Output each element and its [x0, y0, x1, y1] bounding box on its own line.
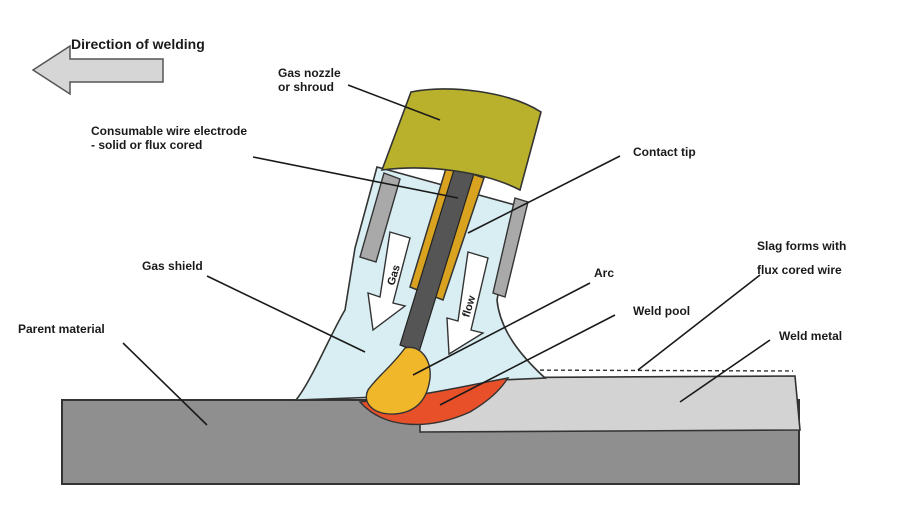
label-wire-electrode-2: - solid or flux cored — [91, 138, 202, 152]
label-slag-1: Slag forms with — [757, 239, 846, 253]
leader-parent-material — [122, 342, 208, 426]
label-contact-tip: Contact tip — [633, 145, 696, 159]
leader-arc — [412, 282, 591, 376]
label-gas-nozzle-2: or shroud — [278, 80, 334, 94]
leader-weld-pool — [439, 314, 616, 406]
nozzle-wall-right — [492, 197, 529, 298]
label-weld-metal: Weld metal — [779, 329, 842, 343]
gas-flow-arrow-left — [367, 231, 411, 332]
weld-pool — [365, 346, 431, 415]
direction-label: Direction of welding — [71, 36, 205, 52]
label-gas-shield: Gas shield — [142, 259, 203, 273]
leader-weld-metal — [679, 339, 771, 403]
leader-gas-nozzle — [347, 84, 441, 121]
nozzle-wall-left — [359, 172, 401, 263]
label-slag-2: flux cored wire — [757, 263, 842, 277]
label-wire-electrode-1: Consumable wire electrode — [91, 124, 247, 138]
gas-nozzle — [380, 88, 542, 192]
leader-contact-tip — [467, 155, 621, 234]
label-arc: Arc — [594, 266, 614, 280]
direction-arrow — [31, 44, 164, 96]
leader-wire-electrode — [252, 156, 459, 199]
slag-line — [504, 369, 794, 372]
leader-slag — [637, 274, 761, 371]
label-gas-nozzle-1: Gas nozzle — [278, 66, 341, 80]
gas-flow-arrow-right — [446, 251, 489, 356]
label-parent-material: Parent material — [18, 322, 105, 336]
label-weld-pool: Weld pool — [633, 304, 690, 318]
gas-flow-label-left: Gas — [385, 263, 403, 286]
leader-gas-shield — [206, 275, 366, 353]
